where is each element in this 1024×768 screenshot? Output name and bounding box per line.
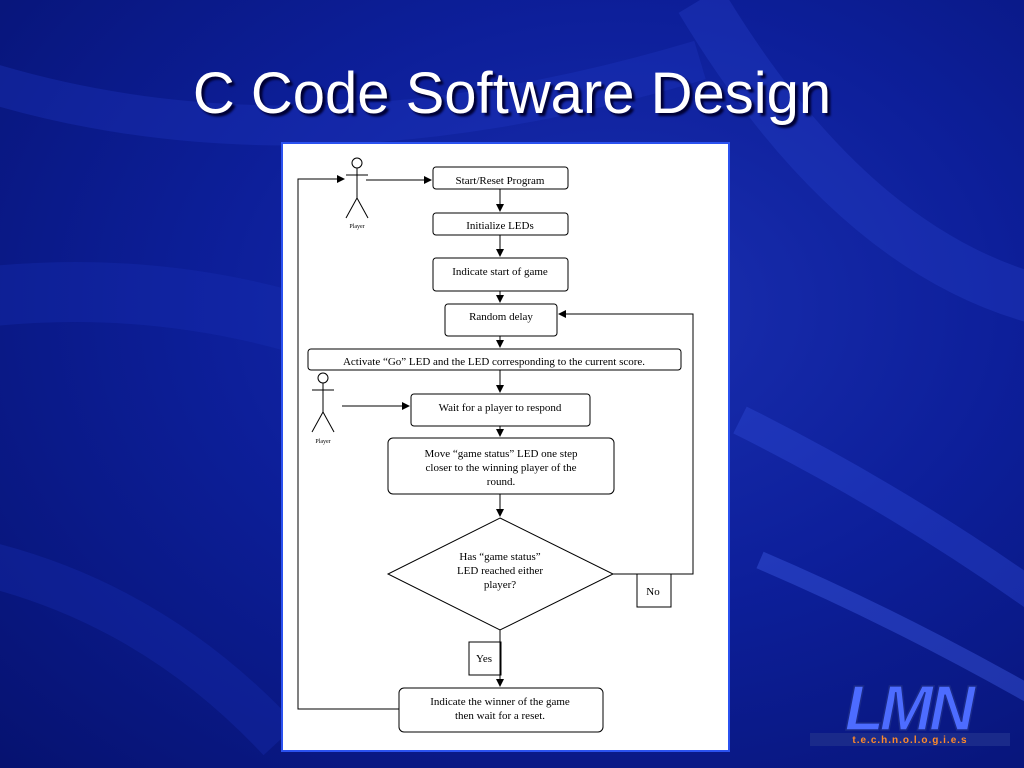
decision-label-line-2: LED reached either	[457, 565, 543, 577]
decision-label-line-1: Has “game status”	[459, 551, 540, 563]
winner-label-line-2: then wait for a reset.	[455, 710, 545, 722]
logo-letters: LMN	[845, 676, 977, 744]
flow-arrows	[297, 175, 694, 710]
flowchart-panel: Player Player	[281, 142, 730, 752]
winner-box	[398, 687, 604, 733]
move-label-line-3: round.	[487, 476, 516, 488]
company-logo: LMN t.e.c.h.n.o.l.o.g.i.e.s	[808, 671, 1012, 748]
no-label: No	[646, 586, 660, 598]
start-label: Start/Reset Program	[456, 175, 545, 187]
slide-title: C Code Software Design	[192, 61, 832, 126]
activate-box	[307, 348, 682, 371]
delay-box	[444, 303, 558, 337]
yes-label: Yes	[476, 653, 492, 665]
winner-label-line-1: Indicate the winner of the game	[430, 696, 570, 708]
move-label-line-2: closer to the winning player of the	[426, 462, 577, 474]
wait-label: Wait for a player to respond	[439, 402, 562, 414]
logo-tagline: t.e.c.h.n.o.l.o.g.i.e.s	[852, 735, 967, 746]
player-actor-top-label: Player	[349, 224, 364, 230]
activate-label: Activate “Go” LED and the LED correspond…	[343, 356, 645, 368]
init-label: Initialize LEDs	[466, 220, 534, 232]
move-label-line-1: Move “game status” LED one step	[424, 448, 578, 460]
move-box	[387, 437, 615, 495]
no-label-box	[636, 573, 672, 608]
player-actor-mid-label: Player	[315, 439, 330, 445]
flowchart: Player Player	[297, 157, 694, 733]
yes-label-box	[468, 641, 502, 676]
decision-label-line-3: player?	[484, 579, 516, 591]
player-actor-mid	[311, 372, 335, 433]
player-actor-top	[345, 157, 369, 219]
logo-tagline-bar	[810, 733, 1010, 746]
delay-label: Random delay	[469, 311, 533, 323]
indicate-start-label: Indicate start of game	[452, 266, 548, 278]
